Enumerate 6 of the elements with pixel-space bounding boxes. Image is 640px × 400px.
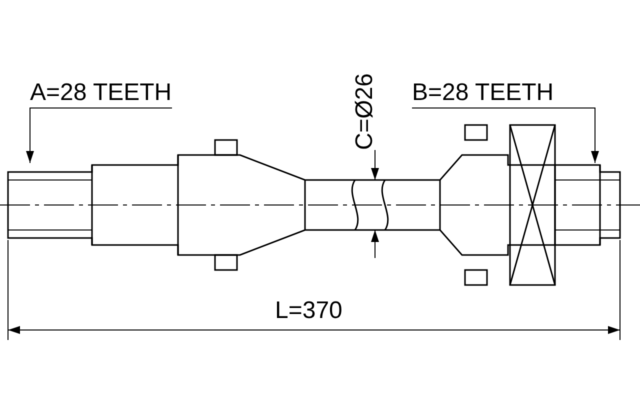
leader-line <box>412 108 599 164</box>
leader-line <box>26 108 172 164</box>
callout-label: A=28 TEETH <box>30 80 172 106</box>
callout-label: B=28 TEETH <box>412 80 554 106</box>
dimension-label: C=Ø26 <box>352 73 378 150</box>
dimension-label: L=370 <box>275 298 342 324</box>
